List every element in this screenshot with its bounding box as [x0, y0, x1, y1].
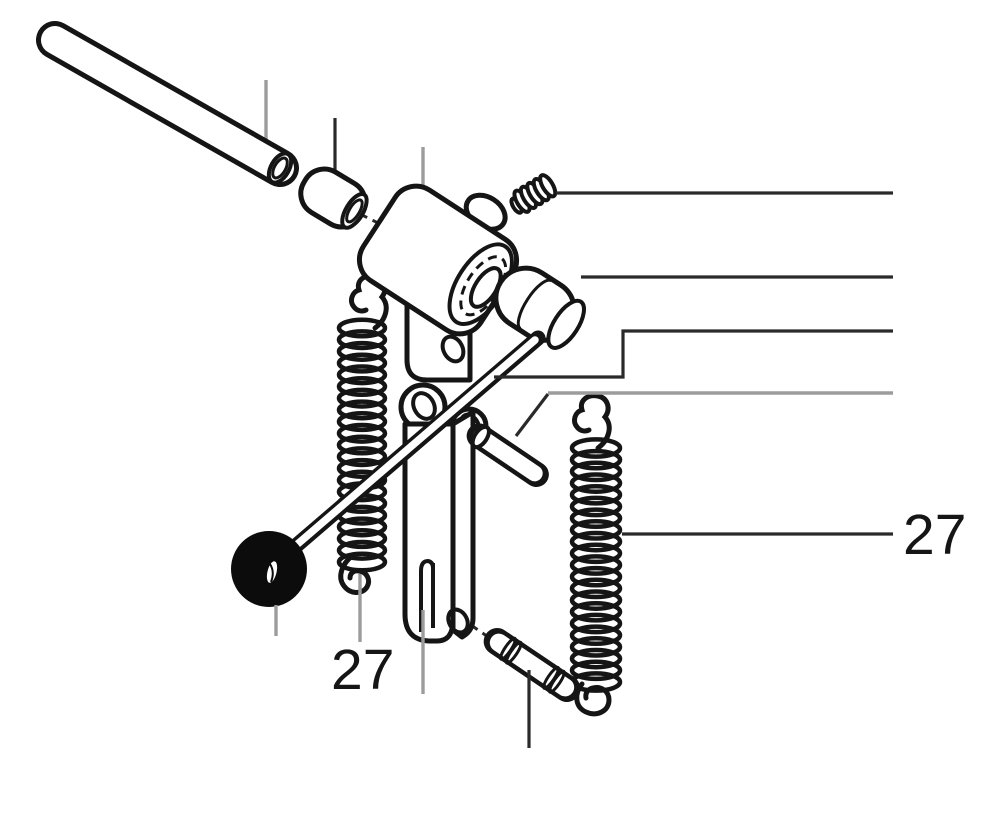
spring-coil	[569, 483, 623, 506]
right-spring-top-hook	[572, 393, 612, 451]
link-slot	[419, 558, 435, 632]
lower-pin-groove	[504, 640, 523, 665]
knob-face	[546, 298, 586, 350]
lower-pin	[483, 628, 581, 702]
housing-body	[356, 183, 520, 337]
spring-coil	[569, 636, 623, 658]
lever	[231, 330, 546, 607]
spring-coil	[336, 399, 388, 421]
right-spring-coils	[569, 437, 623, 693]
link-side-face	[450, 409, 476, 640]
leader-upper-pin-diagonal	[514, 393, 550, 437]
spring-coil	[336, 375, 388, 398]
spring-coil	[569, 530, 623, 553]
spring-coil	[569, 507, 623, 530]
spring-coil	[569, 437, 623, 459]
right-spring-bottom-hook	[574, 681, 612, 717]
right-spring	[569, 393, 623, 717]
spring-coil	[336, 364, 388, 386]
lower-pin-groove	[547, 669, 566, 694]
upper-pin-end	[470, 424, 491, 450]
bushing	[298, 166, 369, 230]
spring-coil	[336, 539, 388, 561]
link-front-face	[402, 421, 456, 644]
leader-lines-over	[274, 191, 893, 748]
rod-end-inner	[271, 156, 289, 180]
spring-coil	[569, 647, 623, 670]
rod-fill	[41, 26, 294, 182]
upper-pin	[466, 423, 549, 487]
leader-lever-step	[494, 329, 893, 379]
lever-ball-highlight-curl	[269, 563, 274, 583]
bracket-hole	[440, 334, 466, 364]
rod	[36, 21, 299, 187]
spring-coil	[336, 434, 388, 456]
spring-coil	[336, 340, 388, 362]
left-spring	[336, 273, 389, 595]
spring-coil	[336, 516, 388, 538]
left-spring-bottom-hook	[338, 553, 372, 595]
link-eye-hole	[411, 391, 437, 421]
spring-coil	[336, 422, 388, 444]
link-bottom-hole	[446, 607, 470, 635]
spring-coil	[569, 565, 623, 588]
lever-shaft-fill	[268, 336, 539, 570]
spring-coil	[569, 589, 623, 611]
callout-left-27: 27	[331, 638, 394, 702]
knob	[493, 265, 586, 350]
spring-coil	[569, 542, 623, 565]
upper-pin-fill	[472, 428, 543, 482]
spring-coil	[569, 472, 623, 494]
bushing-face	[340, 192, 369, 230]
set-screw	[509, 173, 558, 215]
bushing-bore	[345, 198, 364, 224]
spring-coil	[569, 519, 623, 541]
rod-end-face	[266, 151, 294, 185]
spring-coil	[569, 600, 623, 623]
spring-coil	[569, 659, 623, 682]
spring-coil	[336, 528, 388, 550]
spring-coil	[569, 554, 623, 576]
spring-coil	[569, 495, 623, 518]
spring-coil	[336, 446, 388, 468]
spring-coil	[569, 577, 623, 600]
spring-coil	[569, 448, 623, 471]
left-spring-coils	[336, 317, 388, 573]
left-spring-top-hook	[349, 273, 389, 331]
spring-coil	[336, 387, 388, 409]
spring-coil	[569, 460, 623, 483]
callout-right-27: 27	[903, 503, 966, 567]
spring-coil	[569, 624, 623, 647]
spring-coil	[336, 352, 388, 374]
spring-coil	[336, 329, 388, 351]
spring-coil	[336, 317, 388, 339]
knob-contour	[516, 278, 553, 330]
set-screw-thread	[538, 173, 558, 199]
spring-coil	[336, 411, 388, 433]
spring-coil	[569, 612, 623, 635]
